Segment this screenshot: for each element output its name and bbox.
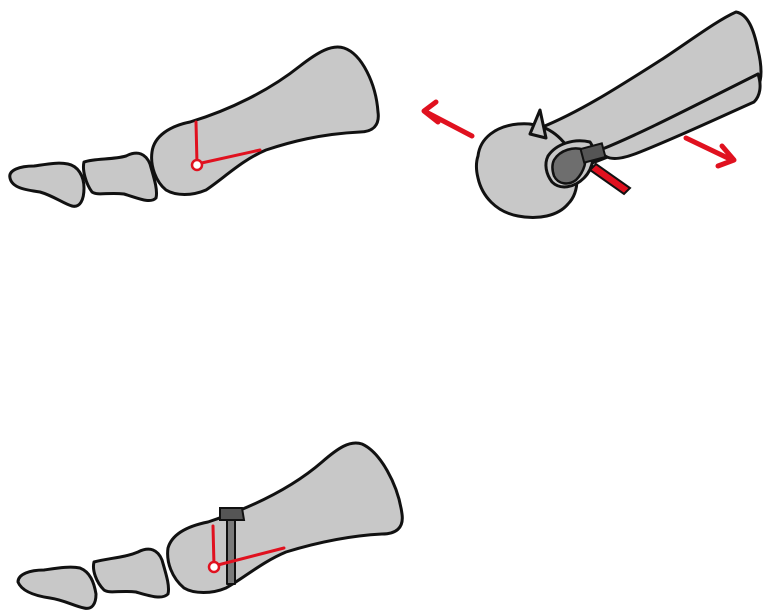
pivot-point [209,562,219,572]
fixation-pin [590,164,630,194]
panel-osteotomy-distraction [424,12,761,218]
distraction-arrow-left [424,102,472,136]
panel-osteotomy-fixed [18,443,402,608]
cut-line-vertical [196,122,197,164]
proximal-phalanx [168,443,403,593]
fixation-screw [227,518,235,584]
proximal-phalanx [152,47,379,195]
middle-phalanx [93,549,168,597]
pivot-point [192,160,202,170]
distal-phalanx [18,567,96,608]
middle-phalanx [83,153,156,200]
distraction-arrow-right [686,138,734,166]
panel-osteotomy-planned [10,47,379,206]
cut-line-vertical [213,526,214,566]
distal-phalanx [10,163,84,206]
screw-head [220,508,244,520]
